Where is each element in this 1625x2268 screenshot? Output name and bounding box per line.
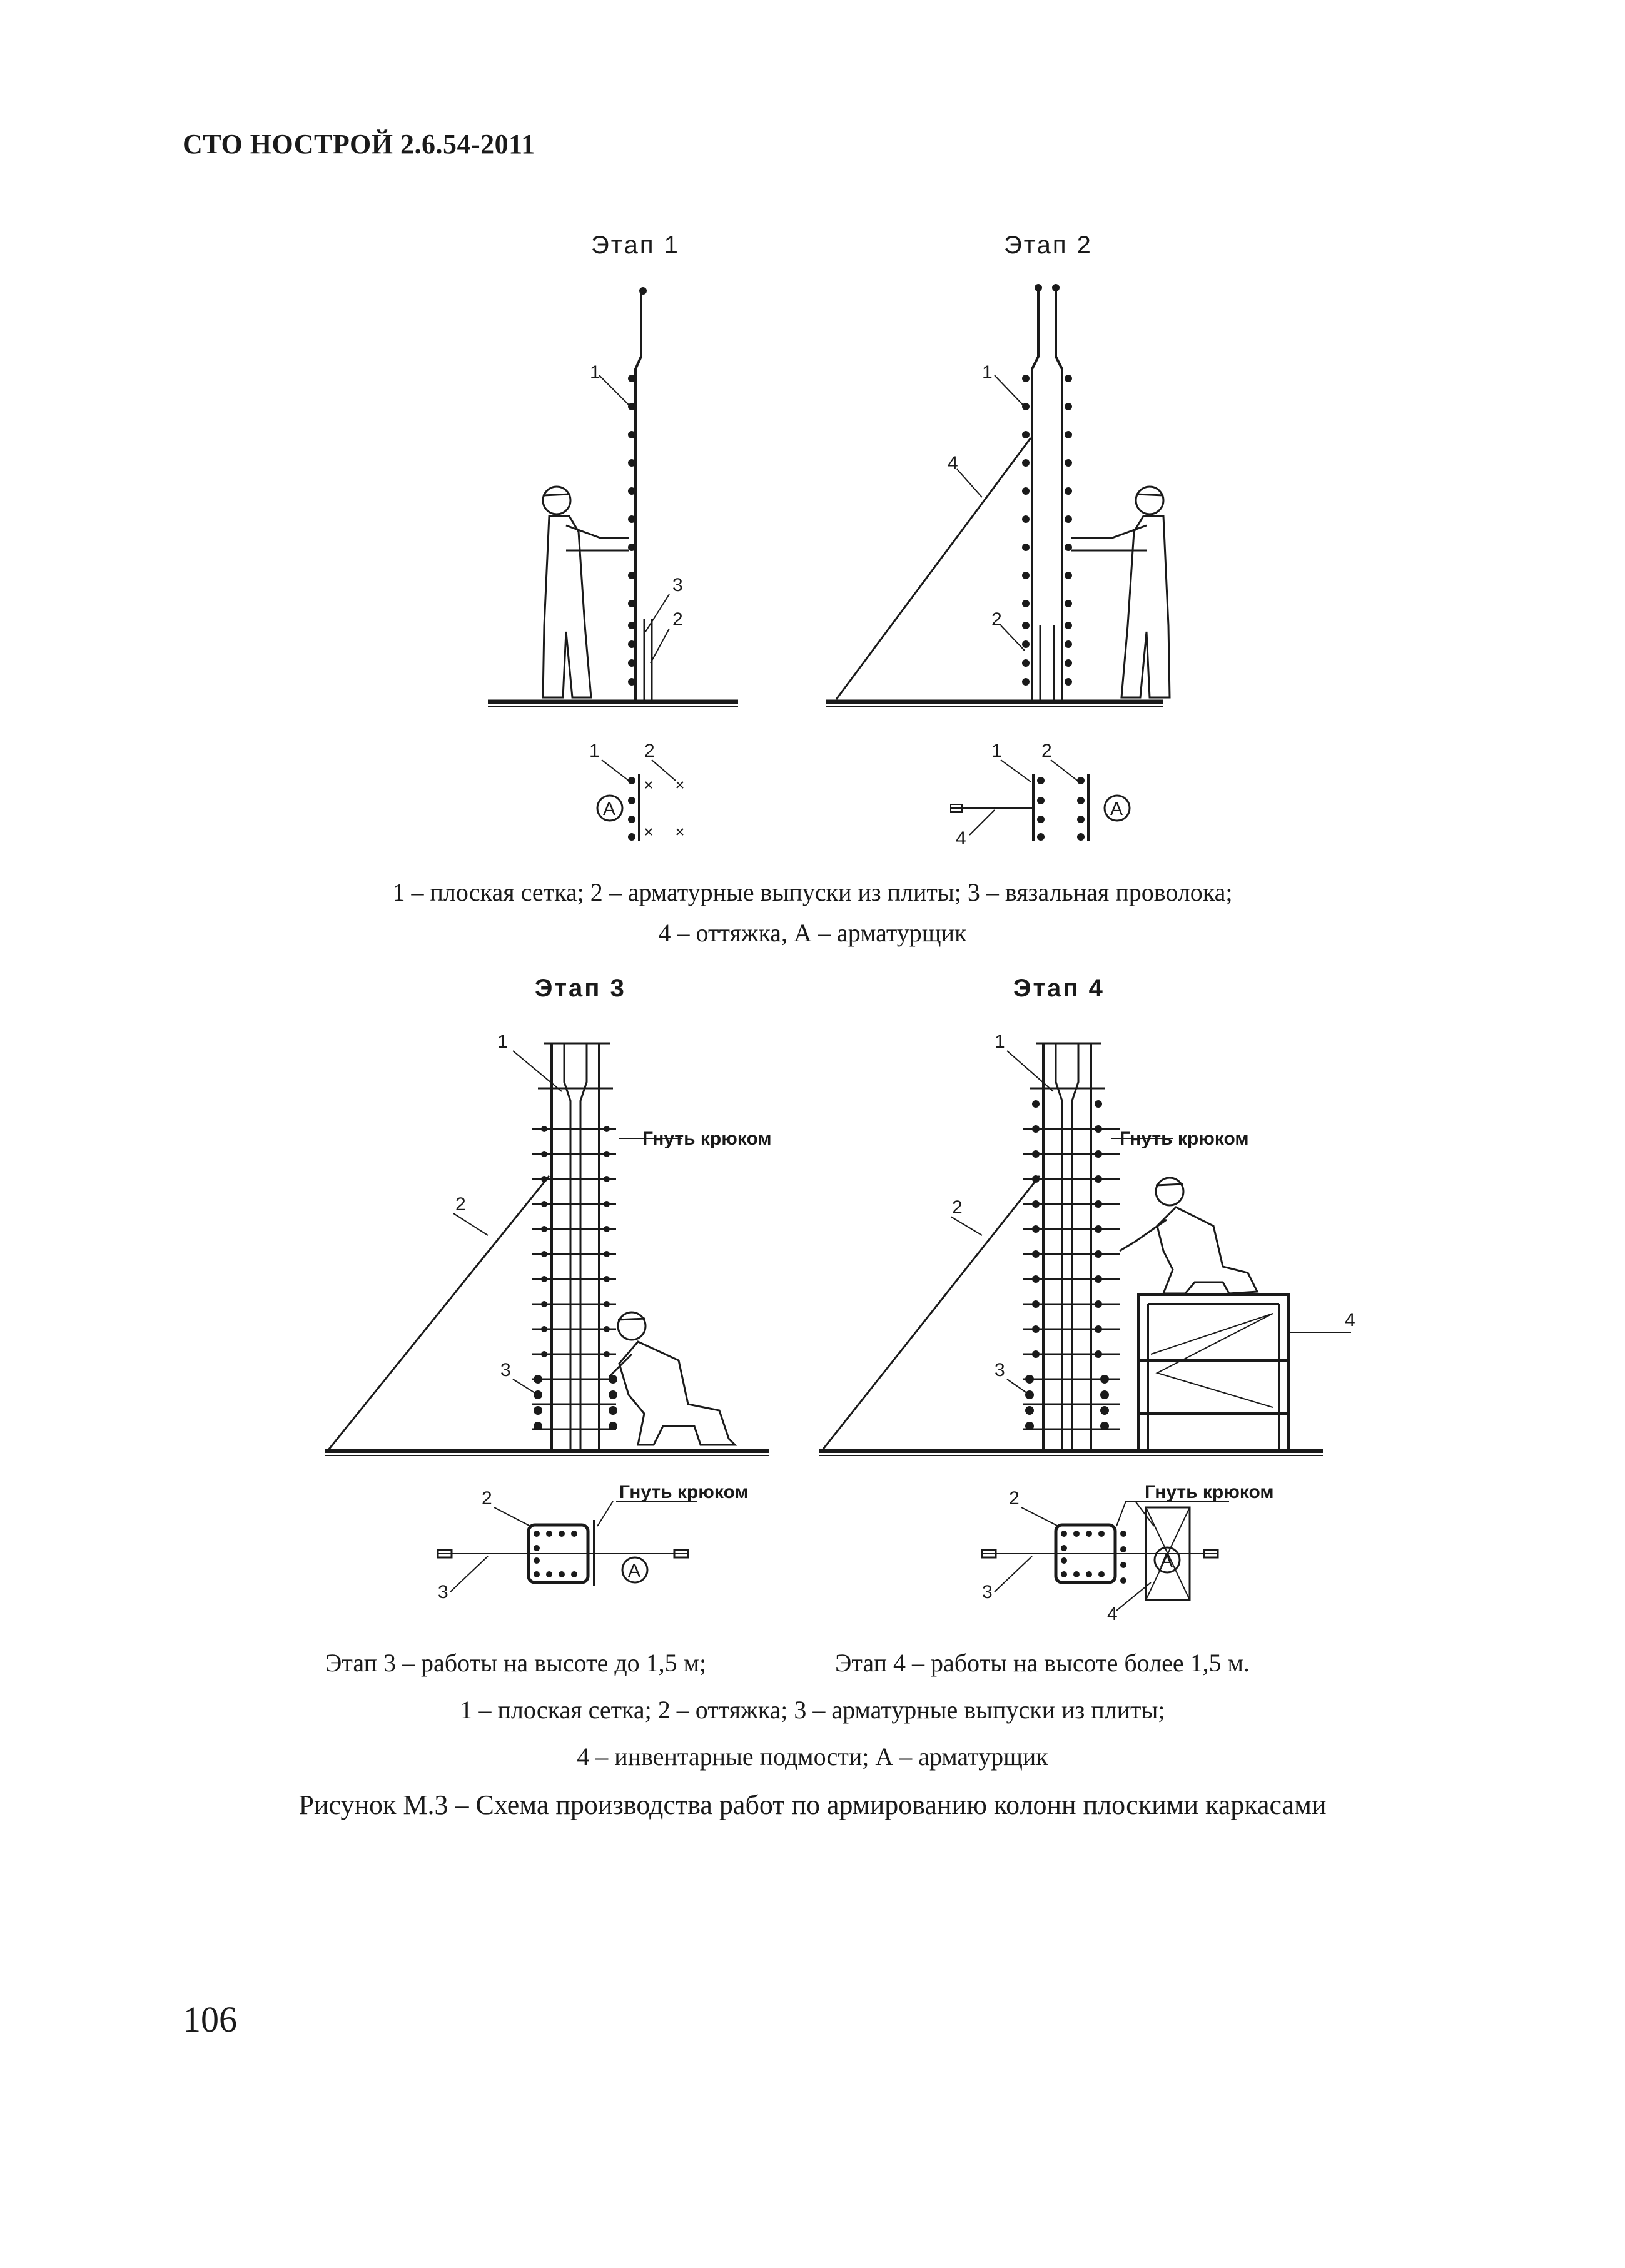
hook-label: Гнуть крюком — [642, 1128, 772, 1149]
worker-figure — [608, 1311, 737, 1446]
stage-4-note: Этап 4 – работы на высоте более 1,5 м. — [835, 1649, 1250, 1677]
label-1: 1 — [982, 362, 993, 383]
label-2: 2 — [672, 609, 683, 630]
label-4: 4 — [948, 453, 958, 473]
worker-marker-label: А — [1110, 799, 1123, 819]
label-4: 4 — [1345, 1310, 1355, 1330]
document-header: СТО НОСТРОЙ 2.6.54-2011 — [183, 129, 535, 159]
label-3: 3 — [995, 1360, 1005, 1380]
stage-1-title: Этап 1 — [591, 231, 680, 259]
stage-3-elevation — [325, 1042, 769, 1456]
label-3: 3 — [438, 1582, 448, 1602]
stage-4-title: Этап 4 — [1013, 975, 1105, 1002]
label-1: 1 — [589, 741, 600, 761]
worker-marker-label: А — [603, 799, 615, 819]
label-2: 2 — [455, 1194, 466, 1215]
label-2: 2 — [482, 1488, 492, 1509]
hook-label: Гнуть крюком — [619, 1482, 749, 1502]
legend-bottom-line-1: 1 – плоская сетка; 2 – оттяжка; 3 – арма… — [460, 1696, 1165, 1724]
label-3: 3 — [672, 575, 683, 595]
label-1: 1 — [497, 1031, 508, 1052]
callout-labels: 1 3 2 1 2 А 1 4 2 1 2 4 А 1 2 Гнуть крюк… — [438, 362, 1355, 1624]
label-2: 2 — [1009, 1488, 1020, 1509]
label-2: 2 — [991, 609, 1002, 630]
hook-label: Гнуть крюком — [1145, 1482, 1274, 1502]
stage-3-plan — [437, 1501, 697, 1592]
stage-3-title: Этап 3 — [535, 975, 626, 1002]
stage-2-elevation — [826, 284, 1171, 707]
label-4: 4 — [1107, 1604, 1118, 1624]
worker-figure — [1119, 1177, 1259, 1295]
label-4: 4 — [956, 828, 966, 849]
label-2: 2 — [1041, 741, 1052, 761]
stage-4-elevation — [819, 1042, 1351, 1456]
stage-3-note: Этап 3 – работы на высоте до 1,5 м; — [325, 1649, 707, 1677]
worker-marker-label: А — [1160, 1551, 1173, 1571]
figure-caption: Рисунок М.3 – Схема производства работ п… — [298, 1790, 1327, 1820]
stage-1-plan — [596, 759, 684, 841]
legend-bottom-line-2: 4 – инвентарные подмости; А – арматурщик — [577, 1743, 1048, 1771]
label-2: 2 — [952, 1197, 963, 1218]
page-number: 106 — [183, 1999, 237, 2040]
legend-top-line-1: 1 – плоская сетка; 2 – арматурные выпуск… — [392, 878, 1233, 906]
stage-4-plan — [981, 1501, 1229, 1611]
legend-top-line-2: 4 – оттяжка, А – арматурщик — [658, 919, 967, 947]
label-1: 1 — [995, 1031, 1005, 1052]
label-2: 2 — [644, 741, 655, 761]
label-3: 3 — [982, 1582, 993, 1602]
worker-marker-label: А — [628, 1561, 640, 1581]
label-3: 3 — [500, 1360, 511, 1380]
worker-figure — [542, 485, 629, 699]
label-1: 1 — [991, 741, 1002, 761]
stage-1-elevation — [488, 287, 738, 707]
stage-2-title: Этап 2 — [1004, 231, 1093, 259]
worker-figure — [1071, 485, 1171, 699]
stage-2-plan — [950, 759, 1131, 841]
scaffold — [1137, 1293, 1351, 1452]
label-1: 1 — [590, 362, 600, 383]
hook-label: Гнуть крюком — [1120, 1128, 1249, 1149]
